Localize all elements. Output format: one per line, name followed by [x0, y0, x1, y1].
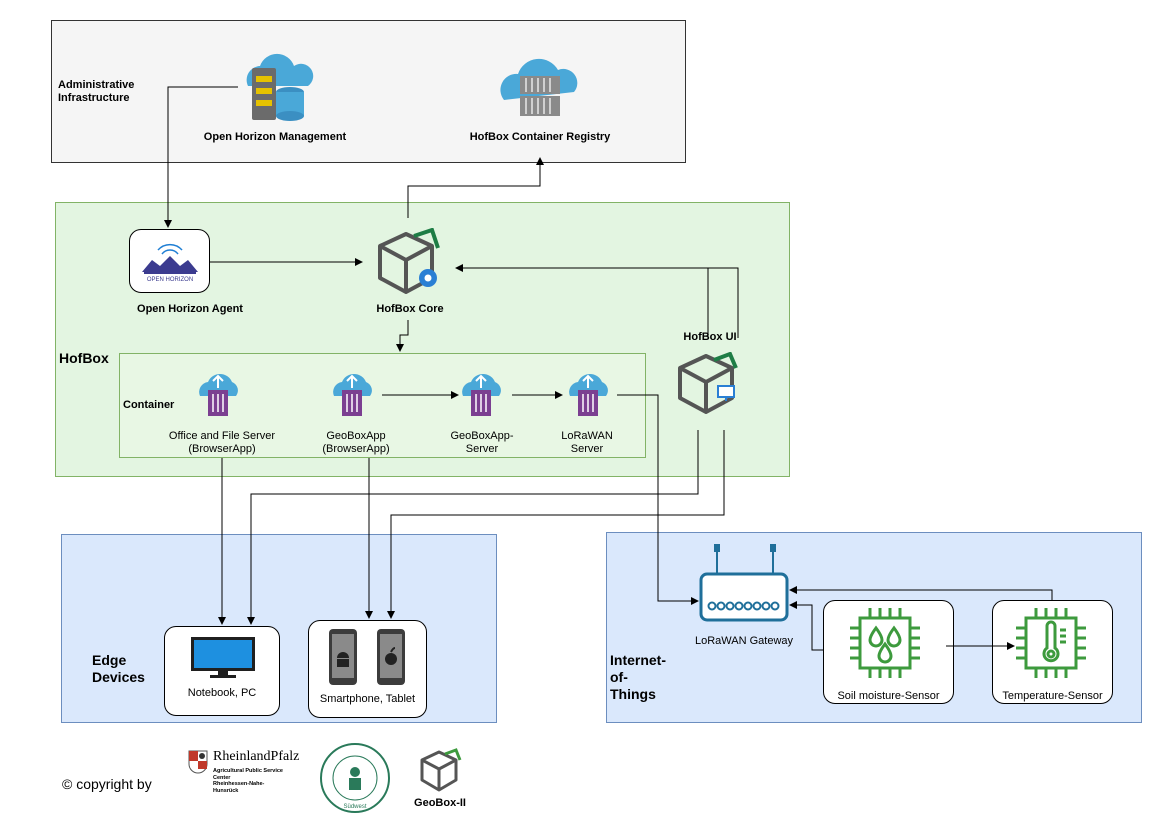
- geoboxapp-container-icon: [333, 374, 372, 416]
- geoboxapp-server-container-icon: [462, 374, 501, 416]
- container-region: [119, 353, 646, 458]
- experimentierfeld-seal-icon: Südwest: [320, 743, 390, 813]
- rlp-subtitle: Agricultural Public Service Center Rhein…: [213, 768, 283, 794]
- admin-infrastructure-region: [51, 20, 686, 163]
- geoboxapp-server-label: GeoBoxApp- Server: [450, 430, 514, 455]
- hofbox-core-label: HofBox Core: [376, 303, 444, 315]
- lorawan-server-container-icon: [569, 374, 608, 416]
- open-horizon-logo-icon: OPEN HORIZON: [142, 243, 198, 283]
- hofbox-container-registry-label: HofBox Container Registry: [469, 131, 611, 143]
- monitor-icon: [191, 637, 255, 678]
- container-registry-icon: [500, 58, 578, 116]
- office-container-icon: [199, 374, 238, 416]
- hofbox-ui-label: HofBox UI: [683, 331, 737, 343]
- temperature-sensor-label: Temperature-Sensor: [1002, 690, 1103, 702]
- ui-to-core-line-a: [455, 264, 709, 338]
- server-database-cloud-icon: [246, 53, 314, 121]
- lorawan-gateway-label: LoRaWAN Gateway: [694, 635, 794, 647]
- ui-to-phone-line: [387, 430, 725, 619]
- geobox-ii-label: GeoBox-II: [414, 797, 466, 809]
- android-phone-icon: [329, 629, 357, 685]
- admin-infrastructure-title: Administrative Infrastructure: [58, 79, 135, 104]
- ui-to-pc-line: [247, 430, 699, 625]
- notebook-pc-label: Notebook, PC: [187, 687, 257, 699]
- rlp-coat-of-arms-icon: [188, 750, 208, 774]
- mgmt-to-agent-line: [164, 86, 238, 228]
- svg-text:Südwest: Südwest: [343, 804, 366, 810]
- hofbox-core-cube-icon: [378, 228, 440, 294]
- iot-title: Internet- of- Things: [610, 652, 666, 702]
- core-to-container-line: [396, 320, 409, 352]
- edge-devices-title: Edge Devices: [92, 652, 145, 685]
- rlp-name: RheinlandPfalz: [213, 749, 300, 764]
- open-horizon-logo-text: OPEN HORIZON: [147, 277, 193, 283]
- soil-to-gateway-line: [789, 601, 823, 651]
- ui-to-core-line-b: [708, 267, 739, 338]
- soil-moisture-sensor-label: Soil moisture-Sensor: [837, 690, 940, 702]
- lorawan-server-label: LoRaWAN Server: [561, 430, 613, 455]
- temp-to-gateway-line: [789, 586, 1053, 600]
- soil-moisture-chip-icon: [850, 608, 920, 678]
- apple-phone-icon: [377, 629, 405, 685]
- core-to-registry-line: [407, 157, 544, 218]
- open-horizon-management-label: Open Horizon Management: [203, 131, 347, 143]
- lorawan-gateway-icon: [699, 544, 789, 622]
- smartphone-tablet-card: [308, 620, 427, 718]
- geobox-ii-logo-icon: [420, 748, 462, 792]
- hofbox-title: HofBox: [59, 350, 109, 366]
- geoboxapp-label: GeoBoxApp (BrowserApp): [322, 430, 390, 455]
- office-file-server-label: Office and File Server (BrowserApp): [168, 430, 276, 455]
- hofbox-ui-cube-icon: [678, 352, 738, 414]
- open-horizon-agent-label: Open Horizon Agent: [137, 303, 243, 315]
- copyright-text: © copyright by: [62, 776, 152, 792]
- temperature-chip-icon: [1016, 608, 1086, 678]
- smartphone-tablet-label: Smartphone, Tablet: [319, 693, 416, 705]
- lorawan-to-gateway-line: [617, 394, 699, 605]
- container-title: Container: [123, 399, 175, 411]
